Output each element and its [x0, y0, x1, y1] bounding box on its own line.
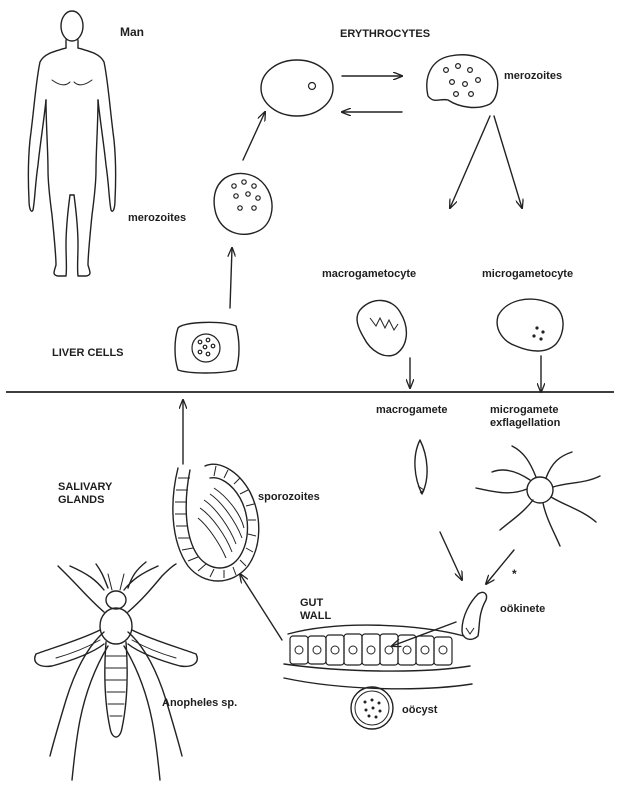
- microgametocyte-cell: [497, 299, 563, 351]
- macrogametocyte-cell: [357, 300, 406, 355]
- label-gut-wall-1: GUT: [300, 597, 324, 609]
- label-man: Man: [120, 25, 144, 39]
- arrow-liver-to-merozoites: [230, 248, 232, 308]
- label-merozoites-left: merozoites: [128, 212, 186, 224]
- oocyst: [351, 687, 393, 729]
- label-merozoites-right: merozoites: [504, 70, 562, 82]
- erythrocyte-schizont: [427, 55, 498, 108]
- label-microgametocyte: microgametocyte: [482, 268, 573, 280]
- anopheles-mosquito: [35, 562, 197, 780]
- label-microgamete: microgamete: [490, 404, 558, 416]
- label-gut-wall-2: WALL: [300, 610, 331, 622]
- microgamete-exflagellation: [476, 446, 600, 546]
- merozoites-released-cell: [214, 174, 272, 235]
- label-liver-cells: LIVER CELLS: [52, 347, 124, 359]
- liver-cell: [175, 322, 239, 373]
- arrow-to-macrogametocyte: [450, 116, 490, 208]
- arrow-to-microgametocyte: [494, 116, 522, 208]
- label-ookinete: oökinete: [500, 603, 545, 615]
- label-anopheles: Anopheles sp.: [162, 697, 237, 709]
- label-oocyst: oöcyst: [402, 704, 438, 716]
- human-figure: [28, 11, 115, 276]
- label-sporozoites: sporozoites: [258, 491, 320, 503]
- label-salivary-1: SALIVARY: [58, 481, 113, 493]
- erythrocyte-ring-stage: [261, 60, 333, 116]
- arrow-macrogamete-to-ookinete: [440, 532, 462, 580]
- label-macrogamete: macrogamete: [376, 404, 448, 416]
- label-exflagellation: exflagellation: [490, 417, 561, 429]
- arrow-microgamete-to-ookinete: [486, 550, 514, 584]
- gut-wall-epithelium: [284, 625, 472, 689]
- ookinete-cell: [462, 592, 487, 639]
- salivary-gland: [173, 464, 259, 581]
- label-erythrocytes: ERYTHROCYTES: [340, 28, 430, 40]
- arrow-gut-to-salivary: [240, 574, 282, 640]
- macrogamete-cell: [415, 440, 427, 494]
- arrow-merozoites-to-erythrocyte: [243, 112, 265, 160]
- label-macrogametocyte: macrogametocyte: [322, 268, 416, 280]
- asterisk-mark: *: [512, 567, 517, 581]
- label-salivary-2: GLANDS: [58, 494, 104, 506]
